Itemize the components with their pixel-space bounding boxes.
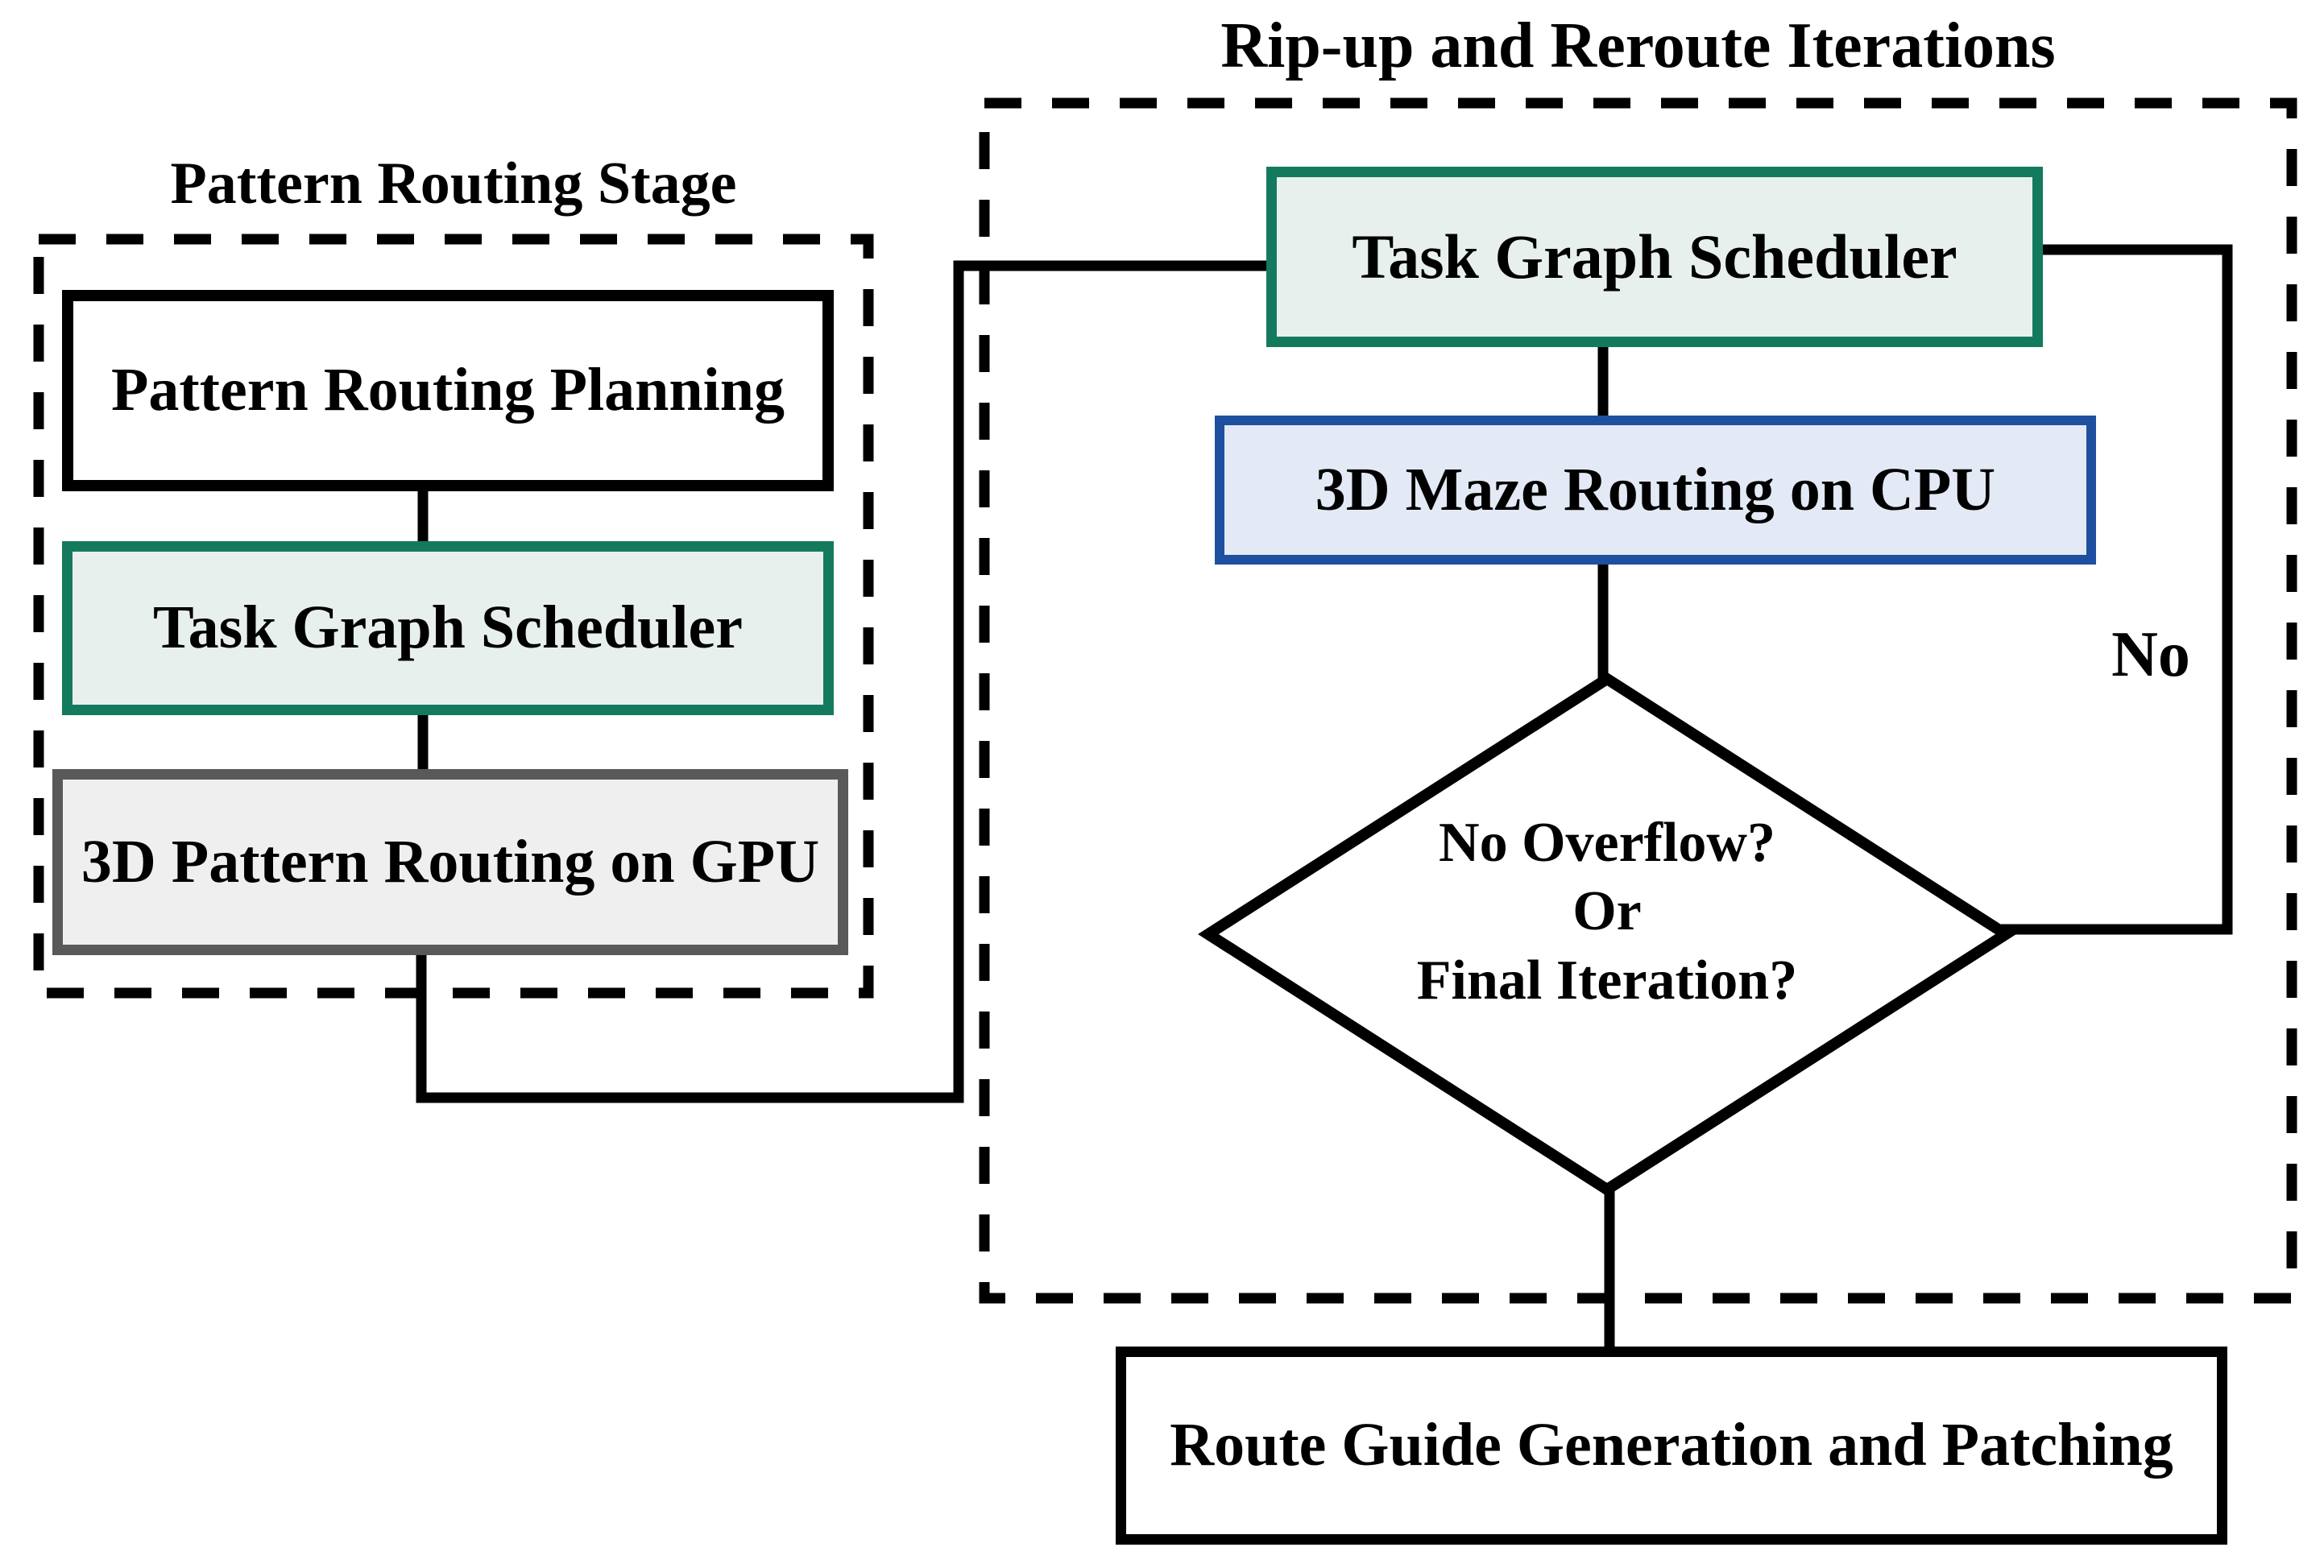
decision-line-1: No Overflow? [1439, 812, 1775, 874]
left-stage-dashed-border [33, 234, 874, 999]
loop-no-label: No [2111, 619, 2190, 690]
node-3d-pattern-routing-gpu: 3D Pattern Routing on GPU [52, 769, 848, 955]
decision-line-2: Or [1572, 880, 1642, 943]
node-task-graph-scheduler-left: Task Graph Scheduler [62, 541, 834, 715]
node-task-graph-scheduler-right: Task Graph Scheduler [1266, 167, 2043, 347]
node-route-guide-generation: Route Guide Generation and Patching [1116, 1347, 2227, 1545]
node-pattern-routing-planning: Pattern Routing Planning [62, 290, 834, 491]
node-label: Pattern Routing Planning [110, 356, 785, 424]
decision-label: No Overflow? Or Final Iteration? [1208, 809, 2006, 1015]
right-stage-title: Rip-up and Reroute Iterations [1220, 10, 2056, 81]
node-label: Task Graph Scheduler [1352, 221, 1957, 292]
node-label: Task Graph Scheduler [152, 594, 744, 662]
node-3d-maze-routing-cpu: 3D Maze Routing on CPU [1215, 416, 2096, 565]
right-stage-dashed-border [979, 97, 2297, 1304]
connector-gpu-to-right-scheduler [416, 260, 1274, 1103]
left-stage-title: Pattern Routing Stage [170, 151, 737, 217]
decision-line-3: Final Iteration? [1416, 949, 1798, 1012]
node-label: 3D Maze Routing on CPU [1315, 455, 1996, 523]
node-label: Route Guide Generation and Patching [1170, 1411, 2173, 1479]
loop-no-connector [2001, 244, 2233, 935]
node-label: 3D Pattern Routing on GPU [81, 827, 820, 896]
decision-diamond [1198, 672, 2016, 1197]
